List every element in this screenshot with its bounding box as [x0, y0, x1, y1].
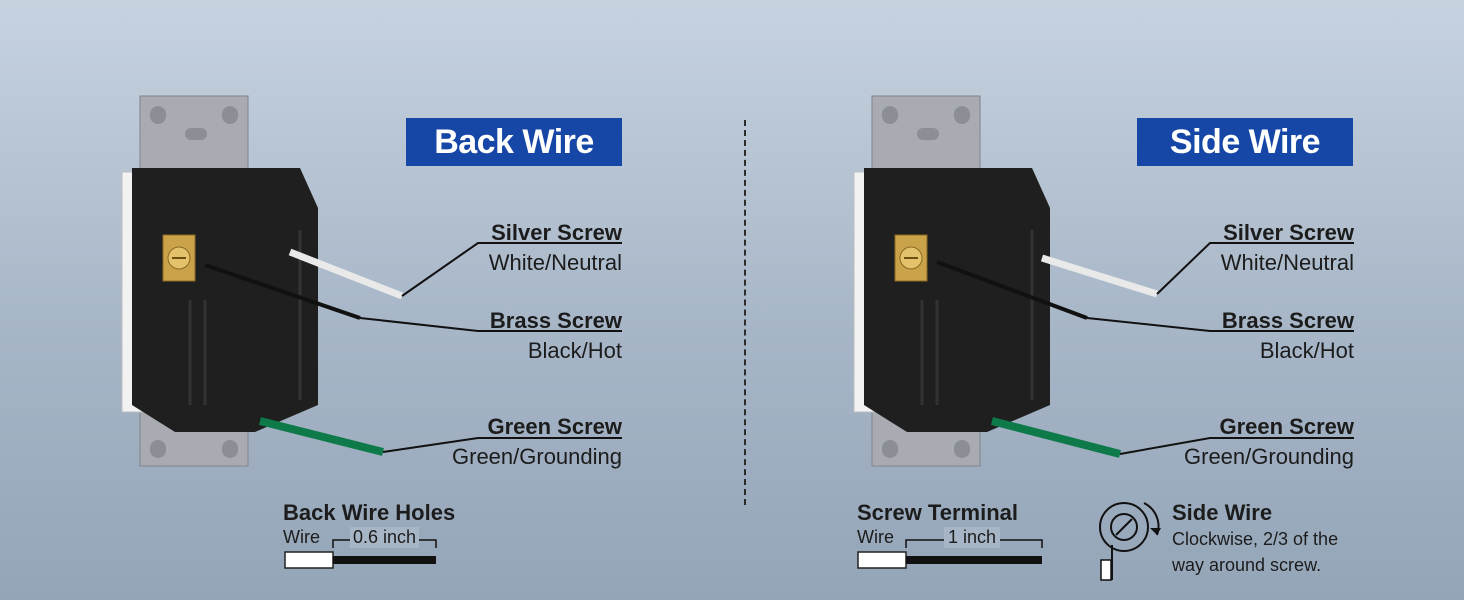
callout-desc: Green/Grounding [452, 444, 622, 469]
screw-terminal-title: Screw Terminal [857, 500, 1018, 525]
side-wire-note-line2: way around screw. [1172, 555, 1322, 575]
green-screw-callout: Green Screw Green/Grounding [1184, 412, 1354, 472]
side-wire-panel: Side Wire Silver Screw White/Neutral Bra… [732, 0, 1464, 600]
back-wire-panel: Back Wire Silver Screw White/Neutral Bra… [121, 95, 622, 569]
callout-desc: Green/Grounding [1184, 444, 1354, 469]
side-wire-note-title: Side Wire [1172, 500, 1273, 525]
side-wire-title: Side Wire [1137, 118, 1353, 166]
wire-label: Wire [283, 527, 320, 547]
clockwise-screw-icon [1099, 502, 1161, 581]
silver-screw-callout: Silver Screw White/Neutral [489, 218, 622, 278]
callout-name: Green Screw [1219, 414, 1354, 439]
green-screw-callout: Green Screw Green/Grounding [452, 412, 622, 472]
back-wire-title: Back Wire [406, 118, 622, 166]
callout-name: Brass Screw [489, 308, 622, 333]
back-wire-holes-title: Back Wire Holes [283, 500, 456, 525]
callout-name: Brass Screw [1221, 308, 1354, 333]
side-wire-note-line1: Clockwise, 2/3 of the [1172, 529, 1339, 549]
callout-name: Silver Screw [491, 220, 622, 245]
brass-screw-callout: Brass Screw Black/Hot [490, 306, 622, 366]
callout-desc: White/Neutral [488, 250, 622, 275]
wire-label: Wire [857, 527, 894, 547]
callout-desc: Black/Hot [527, 338, 622, 363]
callout-name: Silver Screw [1223, 220, 1354, 245]
brass-screw-callout: Brass Screw Black/Hot [1222, 306, 1354, 366]
panel-divider [744, 120, 746, 505]
strip-length-label: 0.6 inch [350, 527, 420, 548]
callout-desc: White/Neutral [1220, 250, 1354, 275]
callout-desc: Black/Hot [1259, 338, 1354, 363]
silver-screw-callout: Silver Screw White/Neutral [1221, 218, 1354, 278]
outlet-device-side-wire [853, 95, 1354, 581]
callout-name: Green Screw [487, 414, 622, 439]
strip-length-label: 1 inch [944, 527, 1001, 548]
outlet-device-back-wire [121, 95, 622, 569]
